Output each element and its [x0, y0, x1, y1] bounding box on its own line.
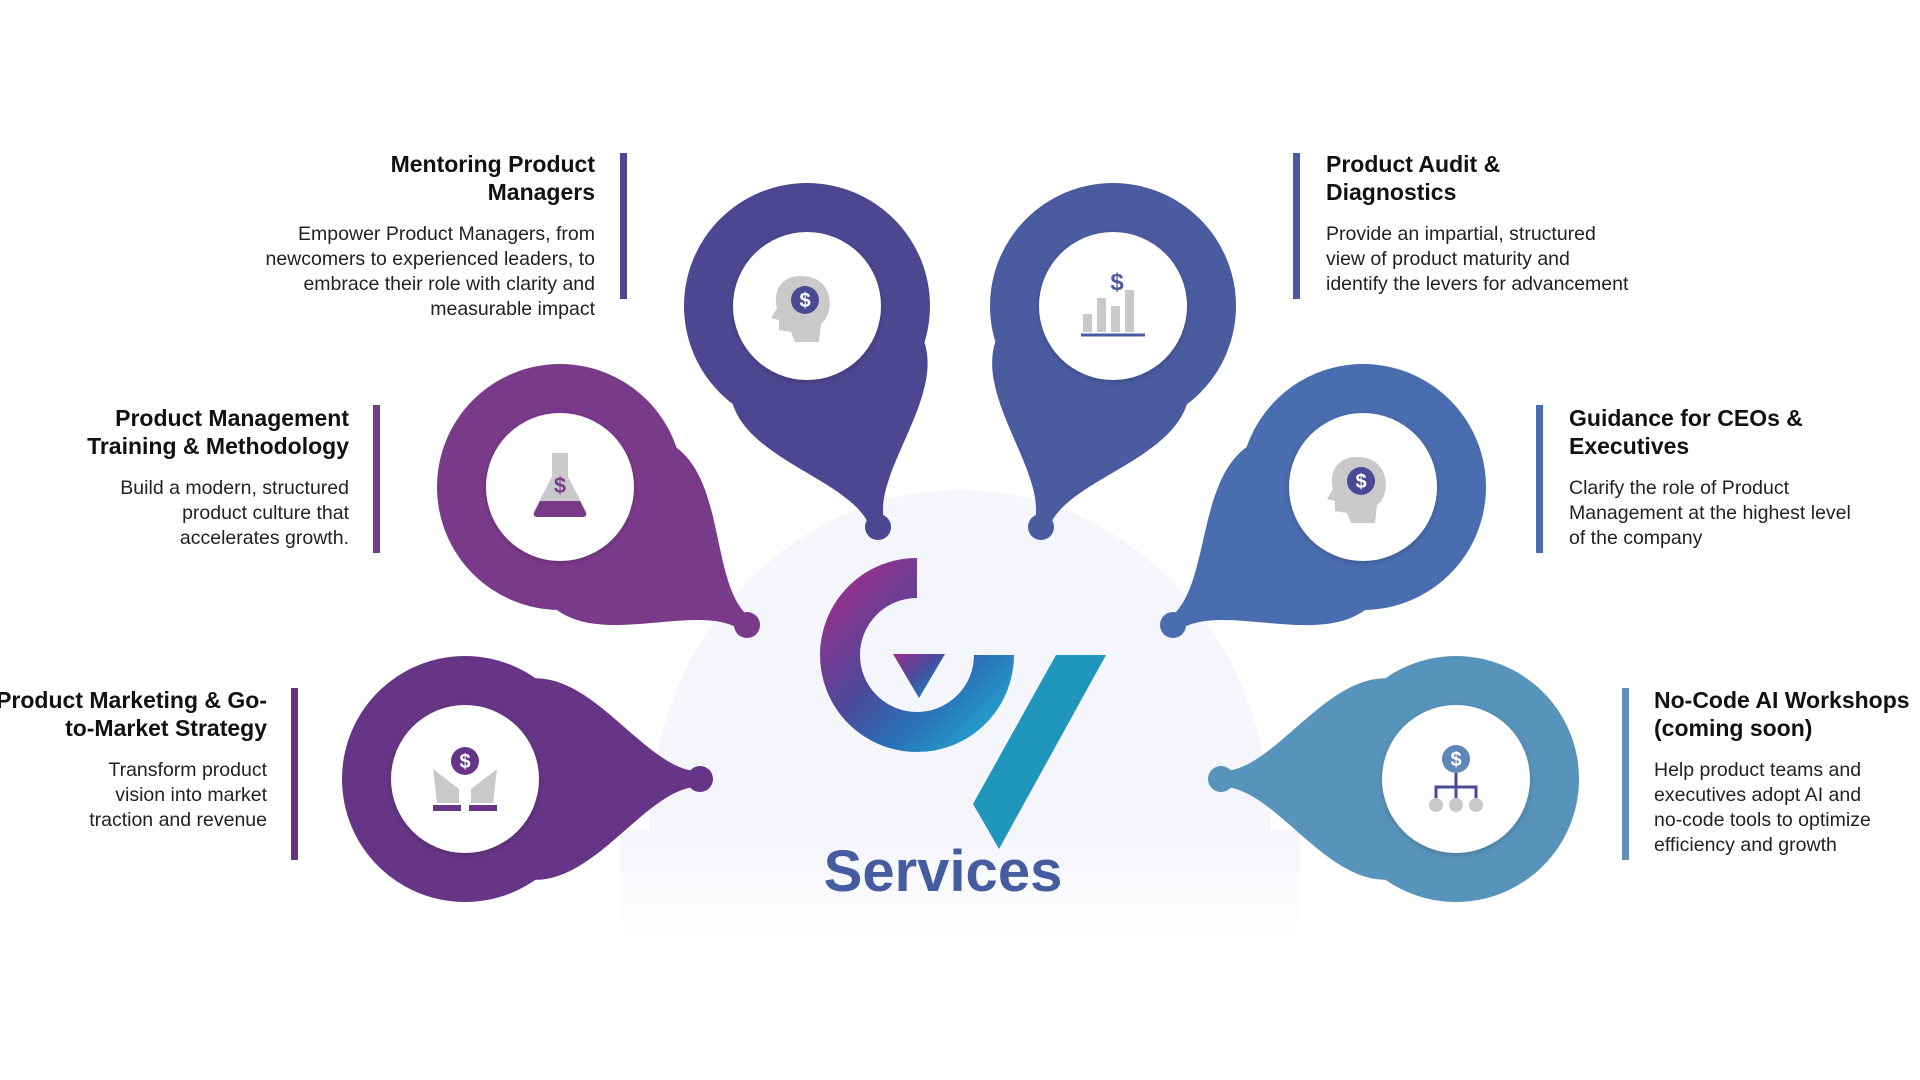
svg-text:$: $	[1450, 749, 1461, 771]
service-title: Mentoring Product Managers	[390, 151, 595, 205]
pin-inner-circle	[391, 705, 539, 853]
pin-training: $	[437, 364, 760, 638]
service-title: No-Code AI Workshops (coming soon)	[1654, 687, 1910, 741]
svg-text:$: $	[554, 473, 566, 498]
flask-dollar-icon: $	[533, 453, 587, 517]
hands-dollar-icon: $	[433, 747, 497, 811]
service-marketing: Product Marketing & Go-to-Market Strateg…	[0, 686, 267, 833]
accent-bar-marketing	[291, 688, 298, 860]
service-ceo: Guidance for CEOs & Executives Clarify t…	[1569, 404, 1869, 551]
page-title: Services	[823, 839, 1063, 904]
accent-bar-ceo	[1536, 405, 1543, 553]
service-nocode: No-Code AI Workshops (coming soon) Help …	[1654, 686, 1920, 858]
network-dollar-icon: $	[1429, 745, 1483, 812]
pin-ceo: $	[1160, 364, 1486, 638]
logo-slash	[973, 655, 1106, 849]
bar-chart-dollar-icon: $	[1081, 269, 1145, 337]
svg-text:$: $	[1110, 269, 1124, 296]
backdrop-dome	[649, 490, 1271, 830]
service-description: Build a modern, structured product cultu…	[120, 477, 349, 549]
service-description: Empower Product Managers, from newcomers…	[265, 223, 595, 320]
pin-tip	[1028, 514, 1054, 540]
service-title: Product Marketing & Go-to-Market Strateg…	[0, 687, 267, 741]
svg-text:$: $	[799, 290, 810, 312]
service-title: Product Management Training & Methodolog…	[87, 405, 349, 459]
service-title: Product Audit & Diagnostics	[1326, 151, 1501, 205]
pin-tip	[687, 766, 713, 792]
company-logo	[820, 558, 1106, 849]
svg-text:$: $	[459, 751, 470, 773]
accent-bar-mentoring	[620, 153, 627, 299]
pin-tip	[734, 612, 760, 638]
pin-tip	[1160, 612, 1186, 638]
service-description: Help product teams and executives adopt …	[1654, 759, 1871, 856]
head-dollar-icon: $	[1327, 457, 1386, 523]
service-description: Clarify the role of Product Management a…	[1569, 477, 1851, 549]
service-training: Product Management Training & Methodolog…	[0, 404, 349, 551]
accent-bar-audit	[1293, 153, 1300, 299]
pin-tip	[1208, 766, 1234, 792]
pin-nocode: $	[1208, 656, 1579, 902]
backdrop-fade	[620, 830, 1300, 940]
pin-audit: $	[990, 183, 1236, 540]
head-dollar-icon: $	[771, 276, 830, 342]
svg-text:$: $	[1355, 471, 1366, 493]
service-description: Transform product vision into market tra…	[89, 759, 267, 831]
logo-triangle	[893, 654, 945, 698]
pin-mentoring: $	[684, 183, 930, 540]
pin-tip	[865, 514, 891, 540]
logo-g-arc	[820, 558, 1014, 752]
service-description: Provide an impartial, structured view of…	[1326, 223, 1629, 295]
accent-bar-nocode	[1622, 688, 1629, 860]
pin-marketing: $	[342, 656, 713, 902]
service-mentoring: Mentoring Product Managers Empower Produ…	[235, 150, 595, 322]
service-title: Guidance for CEOs & Executives	[1569, 405, 1803, 459]
accent-bar-training	[373, 405, 380, 553]
service-audit: Product Audit & Diagnostics Provide an i…	[1326, 150, 1646, 297]
